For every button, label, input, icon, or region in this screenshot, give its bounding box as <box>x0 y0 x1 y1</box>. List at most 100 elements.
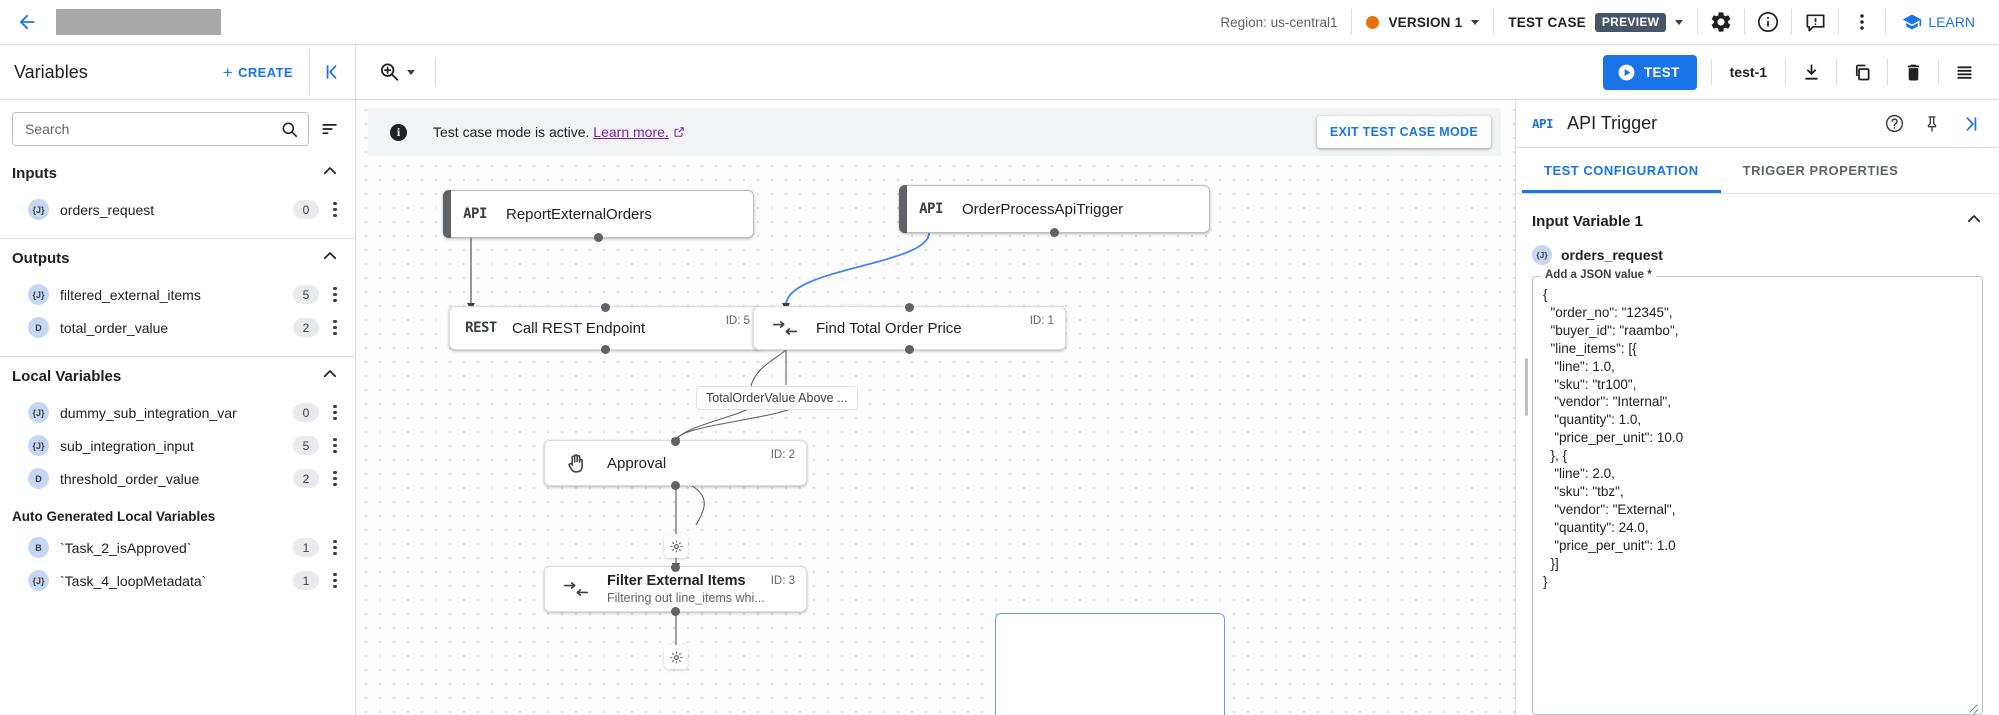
variable-count: 5 <box>293 285 319 304</box>
list-item[interactable]: B `Task_2_isApproved` 1 <box>0 531 355 564</box>
tab-test-configuration[interactable]: TEST CONFIGURATION <box>1522 148 1721 193</box>
node-input-port[interactable] <box>671 562 680 572</box>
variable-type-badge: D <box>28 468 49 489</box>
delete-icon[interactable] <box>1888 49 1938 95</box>
node-output-port[interactable] <box>1050 227 1059 237</box>
more-vert-icon[interactable] <box>1839 0 1885 45</box>
more-vert-icon[interactable] <box>325 540 345 555</box>
node-order-process-api-trigger[interactable]: API OrderProcessApiTrigger <box>899 185 1210 237</box>
variable-name: orders_request <box>1561 247 1663 263</box>
node-approval[interactable]: Approval ID: 2 <box>544 436 807 490</box>
search-row <box>0 100 355 154</box>
version-selector[interactable]: VERSION 1 <box>1352 15 1493 30</box>
search-box[interactable] <box>12 112 309 146</box>
selection-box[interactable] <box>995 613 1225 715</box>
more-vert-icon[interactable] <box>325 471 345 486</box>
list-item[interactable]: {J} orders_request 0 <box>0 193 355 226</box>
gear-icon[interactable] <box>664 534 688 558</box>
details-tabs: TEST CONFIGURATION TRIGGER PROPERTIES <box>1516 148 1999 194</box>
test-button[interactable]: TEST <box>1602 54 1697 90</box>
section-header-outputs[interactable]: Outputs <box>0 239 355 278</box>
learn-more-link[interactable]: Learn more. <box>593 124 669 140</box>
section-header-local-variables[interactable]: Local Variables <box>0 357 355 396</box>
node-output-port[interactable] <box>671 480 680 490</box>
test-case-selector[interactable]: TEST CASE PREVIEW <box>1494 12 1697 32</box>
more-vert-icon[interactable] <box>325 438 345 453</box>
tab-trigger-properties[interactable]: TRIGGER PROPERTIES <box>1742 163 1899 178</box>
node-output-port[interactable] <box>601 344 610 354</box>
list-item[interactable]: {J} dummy_sub_integration_var 0 <box>0 396 355 429</box>
data-mapping-icon <box>754 318 816 338</box>
exit-test-case-mode-button[interactable]: EXIT TEST CASE MODE <box>1316 116 1491 148</box>
help-icon[interactable] <box>1875 104 1913 144</box>
download-icon[interactable] <box>1786 49 1836 95</box>
copy-icon[interactable] <box>1837 49 1887 95</box>
json-value[interactable]: { "order_no": "12345", "buyer_id": "raam… <box>1543 287 1684 589</box>
list-icon[interactable] <box>1939 49 1989 95</box>
node-filter-external-items[interactable]: Filter External Items Filtering out line… <box>544 562 807 616</box>
back-arrow-icon[interactable] <box>10 5 44 39</box>
list-item[interactable]: {J} filtered_external_items 5 <box>0 278 355 311</box>
list-item[interactable]: D threshold_order_value 2 <box>0 462 355 495</box>
panel-scrollbar[interactable] <box>1525 358 1528 416</box>
create-variable-button[interactable]: + CREATE <box>223 64 309 81</box>
divider <box>1785 59 1786 85</box>
test-case-name: test-1 <box>1729 64 1767 80</box>
node-title: Filter External Items <box>607 573 746 589</box>
variable-count: 0 <box>293 200 319 219</box>
more-vert-icon[interactable] <box>325 405 345 420</box>
collapse-right-icon[interactable] <box>1951 104 1989 144</box>
node-output-port[interactable] <box>594 232 603 242</box>
node-title: Call REST Endpoint <box>512 319 646 337</box>
node-id: ID: 2 <box>770 449 795 461</box>
node-title: Find Total Order Price <box>816 319 962 337</box>
chevron-up-icon <box>321 247 339 270</box>
pin-icon[interactable] <box>1913 104 1951 144</box>
plus-icon: + <box>222 62 234 82</box>
collapse-left-icon[interactable] <box>309 49 355 95</box>
node-input-port[interactable] <box>671 436 680 446</box>
divider <box>1836 59 1837 85</box>
gear-icon[interactable] <box>664 645 688 669</box>
input-variable-row: {J} orders_request <box>1516 241 1999 265</box>
resize-handle[interactable] <box>1968 701 1979 712</box>
create-label: CREATE <box>238 64 293 80</box>
node-input-port[interactable] <box>905 302 914 312</box>
node-id: ID: 3 <box>770 575 795 587</box>
more-vert-icon[interactable] <box>325 573 345 588</box>
sort-icon[interactable] <box>317 119 343 139</box>
zoom-control[interactable] <box>370 61 429 83</box>
learn-button[interactable]: LEARN <box>1886 12 1985 32</box>
input-variable-section-header[interactable]: Input Variable 1 <box>1516 194 1999 241</box>
gear-icon[interactable] <box>1698 0 1744 45</box>
section-header-inputs[interactable]: Inputs <box>0 154 355 193</box>
variable-type-badge: B <box>28 537 49 558</box>
approval-hand-icon <box>545 452 607 475</box>
node-output-port[interactable] <box>671 606 680 616</box>
variables-sidebar: Inputs {J} orders_request 0 Outputs <box>0 100 356 715</box>
list-item[interactable]: D total_order_value 2 <box>0 311 355 344</box>
list-item[interactable]: {J} `Task_4_loopMetadata` 1 <box>0 564 355 597</box>
banner-message: Test case mode is active. <box>433 124 590 140</box>
node-input-port[interactable] <box>601 302 610 312</box>
more-vert-icon[interactable] <box>325 202 345 217</box>
divider <box>435 58 436 86</box>
node-title: Approval <box>607 454 667 472</box>
top-header: Region: us-central1 VERSION 1 TEST CASE … <box>0 0 1999 45</box>
more-vert-icon[interactable] <box>325 320 345 335</box>
list-item[interactable]: {J} sub_integration_input 5 <box>0 429 355 462</box>
flow-canvas[interactable]: i Test case mode is active. Learn more. … <box>356 100 1515 715</box>
info-icon[interactable] <box>1745 0 1791 45</box>
node-output-port[interactable] <box>905 344 914 354</box>
json-editor[interactable]: { "order_no": "12345", "buyer_id": "raam… <box>1532 276 1983 715</box>
node-call-rest-endpoint[interactable]: REST Call REST Endpoint ID: 5 <box>449 302 762 354</box>
node-find-total-order-price[interactable]: Find Total Order Price ID: 1 <box>753 302 1066 354</box>
more-vert-icon[interactable] <box>325 287 345 302</box>
divider <box>0 238 355 239</box>
node-title: OrderProcessApiTrigger <box>962 200 1124 218</box>
node-report-external-orders[interactable]: API ReportExternalOrders <box>443 190 754 242</box>
search-input[interactable] <box>25 121 280 137</box>
edge-condition-label[interactable]: TotalOrderValue Above ... <box>696 386 858 410</box>
feedback-icon[interactable] <box>1792 0 1838 45</box>
